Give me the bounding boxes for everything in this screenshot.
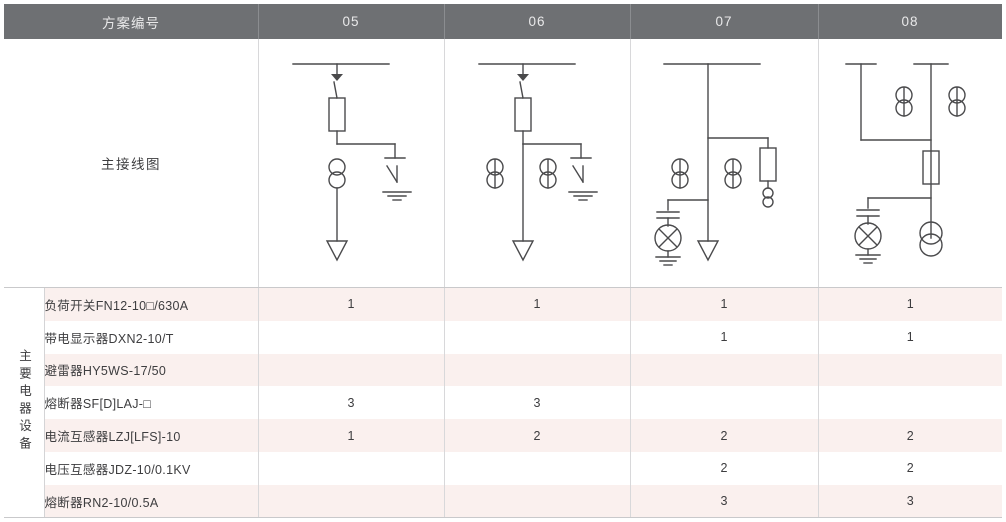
cell-08: 2 (817, 419, 1002, 452)
header-column-06: 06 (444, 4, 630, 39)
schematic-svg-05 (292, 63, 412, 262)
header-column-08: 08 (818, 4, 1002, 39)
header-scheme-label: 方案编号 (102, 15, 160, 31)
cell-07: 2 (629, 451, 818, 485)
cell-05: 3 (257, 386, 444, 420)
main-wiring-diagram-row: 主接线图 (4, 39, 1002, 287)
group-label-text: 主要电器设备 (17, 348, 31, 454)
table-row: 主要电器设备 负荷开关FN12-10□/630A 1 1 1 1 (4, 288, 1002, 518)
group-label-cell: 主要电器设备 (4, 288, 45, 518)
cell-06: 1 (443, 288, 630, 321)
cell-05 (257, 484, 444, 518)
cell-07: 1 (629, 320, 818, 354)
schematic-svg-08 (845, 63, 966, 264)
cell-08: 2 (817, 451, 1002, 485)
item-name: 带电显示器DXN2-10/T (44, 320, 258, 354)
table-top-rule (4, 287, 1002, 288)
cell-07: 2 (629, 419, 818, 452)
schematic-svg-07 (654, 63, 777, 266)
table-bottom-rule (4, 517, 1002, 518)
equipment-table: 主要电器设备 负荷开关FN12-10□/630A 1 1 1 1 带电显示器DX… (4, 287, 1002, 518)
schematic-svg-06 (478, 63, 598, 262)
table-row: 熔断器SF[D]LAJ-□ 3 3 (4, 386, 1002, 420)
cell-08 (817, 353, 1002, 387)
cell-08 (817, 386, 1002, 420)
cell-08: 3 (817, 484, 1002, 518)
table-header-bar: 方案编号 05 06 07 08 (4, 4, 1002, 39)
cell-05 (257, 451, 444, 485)
cell-08: 1 (817, 288, 1002, 321)
cell-05 (257, 320, 444, 354)
schematic-diagram-07 (630, 39, 818, 287)
schematic-diagram-08 (818, 39, 1002, 287)
cell-07: 3 (629, 484, 818, 518)
item-name: 熔断器SF[D]LAJ-□ (44, 386, 258, 420)
item-name: 负荷开关FN12-10□/630A (44, 288, 258, 321)
cell-05 (257, 353, 444, 387)
table-row: 电压互感器JDZ-10/0.1KV 2 2 (4, 451, 1002, 485)
cell-06 (443, 320, 630, 354)
main-wiring-diagram-label: 主接线图 (101, 157, 161, 172)
table-row: 电流互感器LZJ[LFS]-10 1 2 2 2 (4, 419, 1002, 452)
cell-08: 1 (817, 320, 1002, 354)
cell-06 (443, 484, 630, 518)
cell-05: 1 (257, 288, 444, 321)
cell-06: 2 (443, 419, 630, 452)
header-column-07: 07 (630, 4, 818, 39)
table-row: 避雷器HY5WS-17/50 (4, 353, 1002, 387)
header-column-05: 05 (258, 4, 444, 39)
cell-07 (629, 386, 818, 420)
schematic-diagram-06 (444, 39, 630, 287)
cell-06 (443, 451, 630, 485)
schematic-diagram-05 (258, 39, 444, 287)
item-name: 电流互感器LZJ[LFS]-10 (44, 419, 258, 452)
item-name: 电压互感器JDZ-10/0.1KV (44, 451, 258, 485)
cell-06 (443, 353, 630, 387)
cell-07: 1 (629, 288, 818, 321)
item-name: 避雷器HY5WS-17/50 (44, 353, 258, 387)
table-row: 带电显示器DXN2-10/T 1 1 (4, 320, 1002, 354)
item-name: 熔断器RN2-10/0.5A (44, 484, 258, 518)
table-body: 主要电器设备 负荷开关FN12-10□/630A 1 1 1 1 带电显示器DX… (4, 288, 1002, 518)
table-row: 熔断器RN2-10/0.5A 3 3 (4, 484, 1002, 518)
cell-07 (629, 353, 818, 387)
cell-05: 1 (257, 419, 444, 452)
cell-06: 3 (443, 386, 630, 420)
